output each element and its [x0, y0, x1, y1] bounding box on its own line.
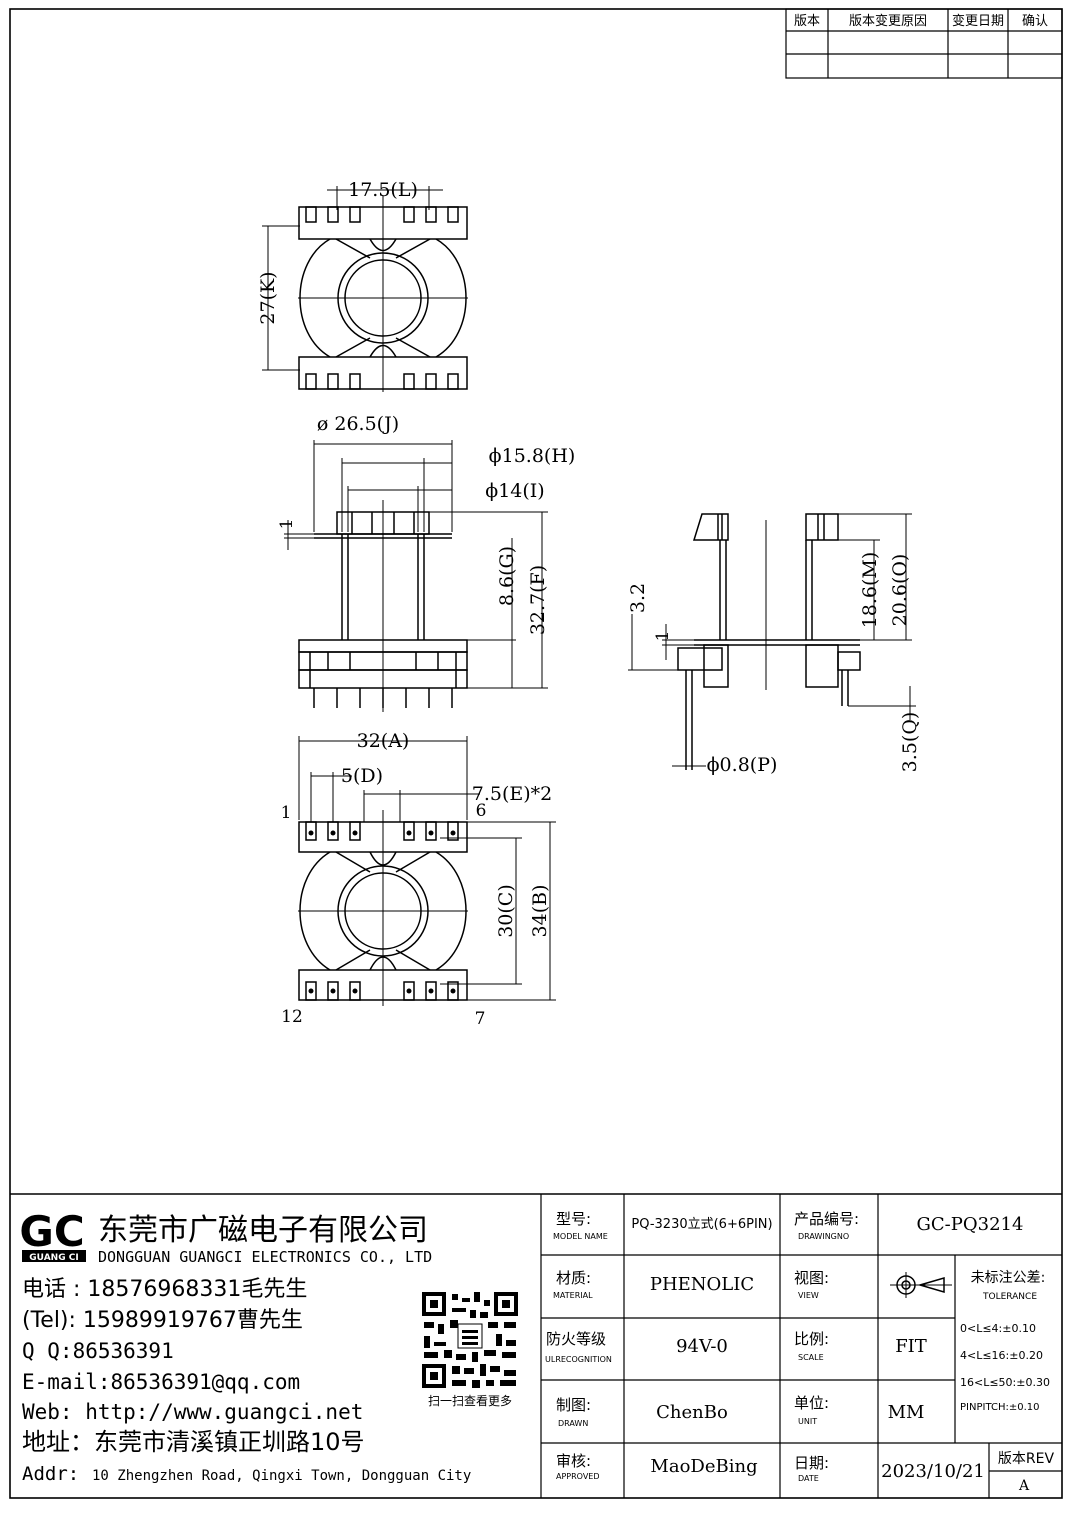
fire-rating-value: 94V-0	[676, 1336, 728, 1357]
projection-symbol-icon	[890, 1272, 952, 1298]
date-label: 日期:	[794, 1454, 829, 1472]
title-block-grid	[540, 1194, 1062, 1498]
contact-address-cn: 地址：东莞市清溪镇正圳路10号	[22, 1428, 365, 1456]
view-sublabel: VIEW	[798, 1291, 819, 1300]
tolerance-sublabel: TOLERANCE	[982, 1292, 1037, 1302]
dim-A: 32(A)	[357, 730, 410, 752]
scale-sublabel: SCALE	[798, 1353, 824, 1362]
model-label: 型号:	[556, 1210, 591, 1228]
drawing-no-sublabel: DRAWINGNO	[798, 1232, 849, 1241]
pin-label-1: 1	[281, 803, 292, 823]
drawing-no-label: 产品编号:	[794, 1210, 859, 1228]
pin-dots	[308, 830, 456, 994]
revision-table: 版本 版本变更原因 变更日期 确认	[785, 8, 1063, 79]
dim-D: 5(D)	[341, 765, 383, 787]
dim-C: 30(C)	[495, 884, 517, 938]
fire-rating-sublabel: ULRECOGNITION	[545, 1355, 612, 1364]
logo-caption: GUANG CI	[29, 1253, 78, 1263]
pin-label-12: 12	[281, 1007, 303, 1027]
company-logo: GC GUANG CI	[19, 1207, 86, 1263]
dim-one-b: 1	[653, 631, 673, 642]
pin-label-7: 7	[475, 1009, 486, 1029]
pin-label-6: 6	[476, 801, 487, 821]
dim-K: 27(K)	[257, 271, 279, 324]
date-value: 2023/10/21	[881, 1461, 985, 1482]
scale-value: FIT	[895, 1336, 927, 1357]
dim-F: 32.7(F)	[527, 565, 549, 635]
contact-web: Web: http://www.guangci.net	[22, 1400, 363, 1424]
contact-address-label: Addr:	[22, 1463, 79, 1485]
rev-header-date: 变更日期	[952, 13, 1004, 29]
dim-M: 18.6(M)	[859, 552, 881, 629]
drawing-no-value: GC-PQ3214	[917, 1214, 1024, 1235]
model-value: PQ-3230立式(6+6PIN)	[631, 1217, 772, 1232]
approved-by-sublabel: APPROVED	[556, 1472, 600, 1481]
revision-label: 版本REV	[998, 1451, 1055, 1467]
sheet-border	[9, 8, 1063, 1499]
contact-tel: (Tel): 15989919767曹先生	[22, 1308, 303, 1333]
material-sublabel: MATERIAL	[553, 1291, 593, 1300]
front-view	[284, 440, 548, 712]
material-value: PHENOLIC	[650, 1274, 754, 1295]
dim-H: ϕ15.8(H)	[489, 445, 576, 467]
bottom-view	[298, 736, 556, 1006]
dim-3-2: 3.2	[627, 583, 649, 613]
model-sublabel: MODEL NAME	[553, 1232, 608, 1241]
contact-address-en: 10 Zhengzhen Road, Qingxi Town, Dongguan…	[92, 1468, 471, 1484]
approved-by-label: 审核:	[556, 1452, 591, 1470]
qr-caption: 扫一扫查看更多	[428, 1394, 512, 1408]
unit-label: 单位:	[794, 1394, 829, 1412]
dim-O: 20.6(O)	[889, 554, 911, 627]
rev-header-version: 版本	[794, 14, 820, 29]
dim-E: 7.5(E)*2	[472, 783, 553, 805]
date-sublabel: DATE	[798, 1474, 819, 1483]
drawn-by-sublabel: DRAWN	[558, 1419, 588, 1428]
unit-sublabel: UNIT	[798, 1417, 817, 1426]
qr-code	[420, 1290, 520, 1390]
contact-qq: Q Q:86536391	[22, 1339, 174, 1363]
dim-Q: 3.5(Q)	[899, 712, 921, 773]
rev-header-reason: 版本变更原因	[849, 13, 927, 29]
contact-phone: 电话 : 18576968331毛先生	[22, 1277, 307, 1302]
revision-value: A	[1018, 1478, 1030, 1494]
dim-B: 34(B)	[529, 885, 551, 938]
contact-email: E-mail:86536391@qq.com	[22, 1370, 300, 1394]
scale-label: 比例:	[794, 1330, 829, 1348]
logo-letters: GC	[19, 1207, 84, 1256]
dim-G: 8.6(G)	[496, 546, 518, 606]
tolerance-range-3: 16<L≤50:±0.30	[960, 1376, 1050, 1389]
dim-L: 17.5(L)	[348, 179, 418, 201]
tolerance-range-1: 0<L≤4:±0.10	[960, 1322, 1036, 1335]
tolerance-pin-pitch: PINPITCH:±0.10	[960, 1402, 1039, 1413]
drawn-by-label: 制图:	[556, 1396, 591, 1414]
material-label: 材质:	[556, 1269, 591, 1287]
dim-P: ϕ0.8(P)	[707, 754, 778, 776]
company-name-en: DONGGUAN GUANGCI ELECTRONICS CO., LTD	[98, 1248, 432, 1266]
dim-one-a: 1	[277, 519, 297, 530]
unit-value: MM	[888, 1402, 925, 1423]
approved-by-value: MaoDeBing	[650, 1456, 757, 1477]
side-view	[628, 513, 916, 770]
company-name-cn: 东莞市广磁电子有限公司	[98, 1213, 428, 1248]
dim-I: ϕ14(I)	[485, 480, 544, 502]
fire-rating-label: 防火等级	[546, 1330, 606, 1348]
view-label: 视图:	[794, 1269, 829, 1287]
rev-header-confirm: 确认	[1022, 14, 1048, 29]
drawn-by-value: ChenBo	[656, 1402, 728, 1423]
tolerance-range-2: 4<L≤16:±0.20	[960, 1349, 1043, 1362]
dim-J: ø 26.5(J)	[317, 413, 399, 435]
tolerance-label: 未标注公差:	[971, 1270, 1046, 1286]
top-view	[262, 186, 468, 392]
